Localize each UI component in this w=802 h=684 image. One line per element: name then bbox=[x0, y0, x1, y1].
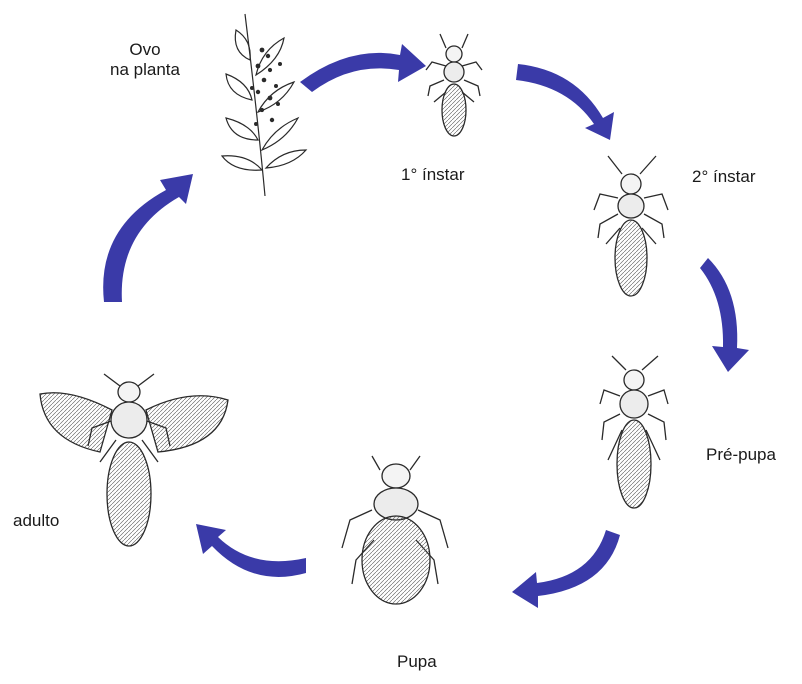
arrow-instar2-to-prepupa bbox=[700, 258, 749, 372]
plant-with-eggs-illustration bbox=[222, 14, 306, 196]
label-pupa: Pupa bbox=[397, 652, 437, 672]
label-ovo: Ovo na planta bbox=[100, 40, 190, 80]
arrow-prepupa-to-pupa bbox=[512, 530, 620, 608]
arrow-instar1-to-instar2 bbox=[516, 64, 614, 140]
arrow-pupa-to-adulto bbox=[196, 524, 306, 577]
label-prepupa: Pré-pupa bbox=[706, 445, 776, 465]
label-ovo-line1: Ovo bbox=[100, 40, 190, 60]
arrow-ovo-to-instar1 bbox=[300, 44, 426, 92]
cycle-arrows bbox=[103, 44, 749, 608]
first-instar-illustration bbox=[426, 34, 482, 136]
second-instar-illustration bbox=[594, 156, 668, 296]
pupa-illustration bbox=[342, 456, 448, 604]
adult-illustration bbox=[40, 374, 228, 546]
prepupa-illustration bbox=[600, 356, 668, 508]
label-ovo-line2: na planta bbox=[100, 60, 190, 80]
label-first-instar: 1° ínstar bbox=[401, 165, 465, 185]
label-second-instar: 2° ínstar bbox=[692, 167, 756, 187]
arrow-adulto-to-ovo bbox=[103, 174, 193, 302]
label-adulto: adulto bbox=[13, 511, 59, 531]
